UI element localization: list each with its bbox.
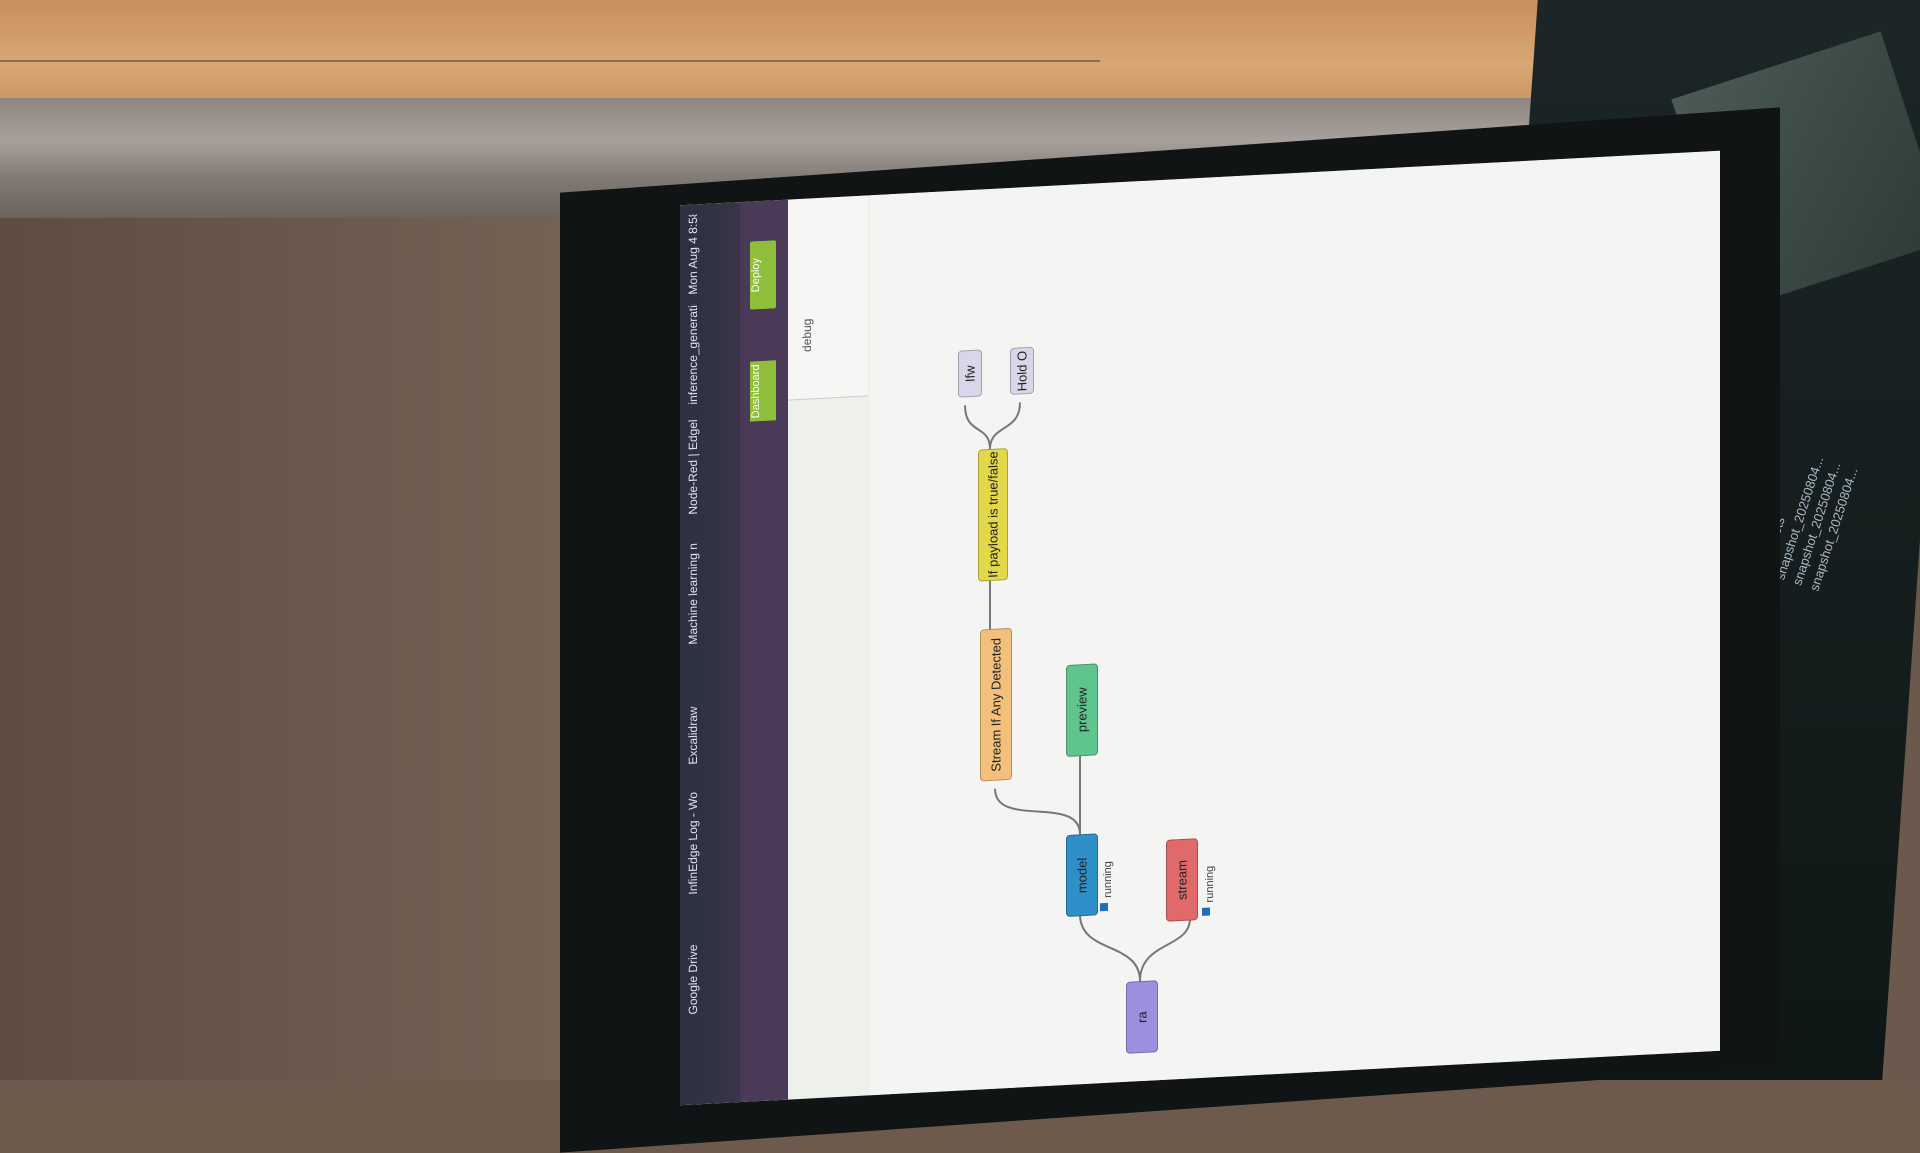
node-ra[interactable]: ra <box>1126 980 1158 1054</box>
flow-tab-dashboard[interactable]: Dashboard <box>750 360 776 422</box>
node-hold[interactable]: Hold O <box>1010 346 1034 395</box>
sidebar-tab-debug[interactable]: debug <box>800 318 814 353</box>
tab-strip: Google Drive InfinEdge Log - Wo Excalidr… <box>680 202 740 1105</box>
node-preview[interactable]: preview <box>1066 663 1098 758</box>
monitor-screen: Google Drive InfinEdge Log - Wo Excalidr… <box>680 150 1720 1106</box>
node-stream-if-detected[interactable]: Stream If Any Detected <box>980 627 1012 782</box>
tab-log[interactable]: InfinEdge Log - Wo <box>686 791 700 895</box>
tab-excalidraw[interactable]: Excalidraw <box>686 706 700 765</box>
node-ifw[interactable]: Ifw <box>958 349 982 398</box>
status-stream: running <box>1204 865 1216 903</box>
node-stream[interactable]: stream <box>1166 838 1198 922</box>
status-model: running <box>1102 860 1114 899</box>
node-wires <box>964 402 1191 982</box>
deploy-button[interactable]: Deploy <box>750 240 776 310</box>
status-dot-stream <box>1202 907 1210 916</box>
tab-ml[interactable]: Machine learning n <box>686 542 700 645</box>
flow-workspace[interactable]: Ifw Hold O If payload is true/false Stre… <box>870 150 1720 1096</box>
tab-inference[interactable]: inference_generation <box>686 302 700 405</box>
node-model[interactable]: model <box>1066 833 1098 918</box>
clock: Mon Aug 4 8:58 PM <box>686 212 700 295</box>
debug-sidebar <box>788 195 868 401</box>
cable <box>0 60 1100 102</box>
tab-google-drive[interactable]: Google Drive <box>686 944 700 1015</box>
node-if-payload[interactable]: If payload is true/false <box>978 448 1008 582</box>
nodered-header <box>740 199 788 1103</box>
tab-node-red[interactable]: Node-Red | Edgel <box>686 419 700 515</box>
status-dot-model <box>1100 902 1108 912</box>
